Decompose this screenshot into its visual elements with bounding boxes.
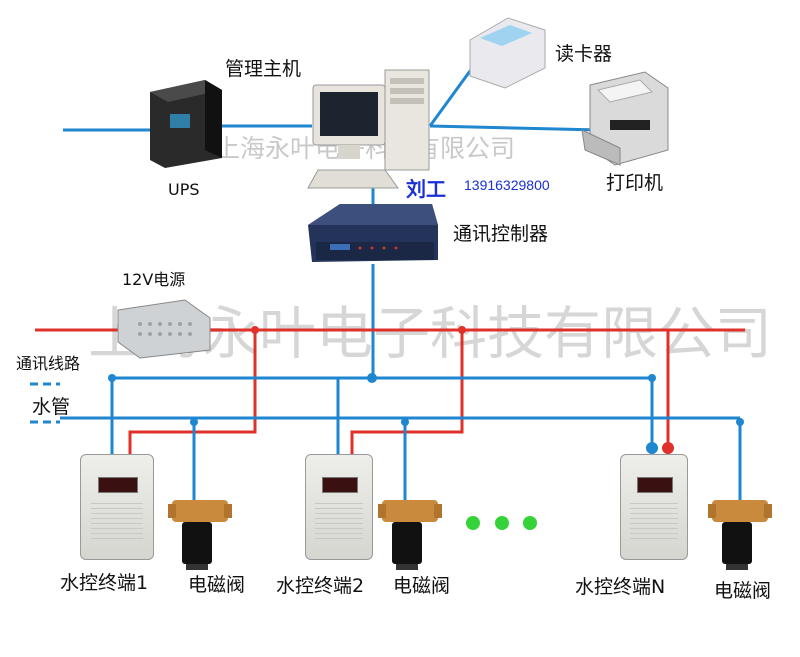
label-ups: UPS <box>168 180 200 199</box>
contact-phone: 13916329800 <box>464 177 550 193</box>
power-node-1 <box>251 326 259 334</box>
terminal-2-icon <box>305 454 373 560</box>
terminal-1-icon <box>80 454 154 560</box>
label-valve-n: 电磁阀 <box>714 580 772 602</box>
ups-icon <box>150 80 222 168</box>
terminal-n-comm-port <box>646 442 658 454</box>
label-water-pipe: 水管 <box>32 396 71 418</box>
valve-2-icon <box>378 500 442 570</box>
label-printer: 打印机 <box>606 172 664 194</box>
ellipsis-dots <box>466 516 537 530</box>
label-power-supply: 12V电源 <box>122 270 186 289</box>
terminal-n-power-port <box>662 442 674 454</box>
power-node-2 <box>458 326 466 334</box>
pipe-node-2 <box>401 418 409 426</box>
valve-1-icon <box>168 500 232 570</box>
label-card-reader: 读卡器 <box>555 43 613 65</box>
label-comm-line: 通讯线路 <box>16 354 81 373</box>
label-controller: 通讯控制器 <box>453 223 549 245</box>
printer-icon <box>581 71 669 166</box>
pipe-node-n <box>736 418 744 426</box>
comm-node-n <box>648 374 656 382</box>
label-terminal-2: 水控终端2 <box>276 575 365 597</box>
contact-name: 刘工 <box>406 177 446 201</box>
host-to-printer-line <box>429 124 601 132</box>
comm-node-1 <box>108 374 116 382</box>
management-host-icon <box>307 69 430 189</box>
pipe-node-1 <box>190 418 198 426</box>
label-valve-1: 电磁阀 <box>188 574 246 596</box>
label-terminal-n: 水控终端N <box>575 576 666 598</box>
valve-n-icon <box>708 500 772 570</box>
power-supply-icon <box>117 299 211 359</box>
power-drop-2 <box>350 330 464 454</box>
label-terminal-1: 水控终端1 <box>60 572 149 594</box>
controller-icon <box>308 204 438 262</box>
card-reader-icon <box>469 17 546 89</box>
label-valve-2: 电磁阀 <box>393 575 451 597</box>
terminal-n-icon <box>620 454 688 560</box>
comm-node-controller <box>367 373 377 383</box>
label-management-host: 管理主机 <box>225 58 302 80</box>
